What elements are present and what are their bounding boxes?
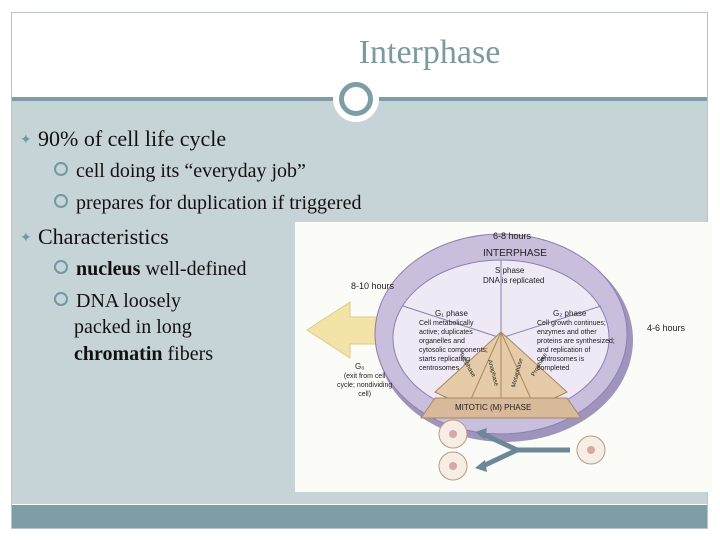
bullet-icon: ✦	[20, 231, 32, 246]
g1-desc-line: organelles and	[419, 338, 465, 345]
g2-title: G₂ phase	[553, 309, 587, 318]
bold-term: chromatin	[74, 343, 163, 365]
s-phase-desc: DNA is replicated	[483, 276, 545, 285]
bullet-text: prepares for duplication if triggered	[76, 192, 362, 214]
g0-desc: (exit from cell cycle; nondividing cell)	[337, 372, 392, 399]
bullet-text: 90% of cell life cycle	[38, 126, 227, 151]
g1-desc-line: starts replicating	[419, 356, 470, 363]
g2-desc-line: completed	[537, 365, 570, 372]
g0-desc-line: cell)	[358, 391, 372, 398]
slide-title: Interphase	[358, 34, 501, 71]
arrowhead-icon	[475, 428, 487, 472]
bullet-text: well-defined	[140, 258, 247, 280]
divider-line	[500, 305, 602, 339]
time-right-label: 4-6 hours	[647, 323, 686, 333]
bullet-text: fibers	[162, 343, 214, 365]
bullet-text: DNA loosely	[76, 290, 181, 312]
nucleus-icon	[587, 446, 595, 454]
divider-line	[466, 331, 502, 409]
cell-cycle-diagram: 6-8 hours INTERPHASE S phase DNA is repl…	[295, 222, 713, 492]
bullet-characteristics: ✦ Characteristics	[20, 224, 169, 250]
mitotic-phase-label: MITOTIC (M) PHASE	[455, 403, 532, 412]
g1-desc-line: Cell metabolically	[419, 320, 474, 327]
bullet-continuation-chromatin: chromatin fibers	[74, 343, 213, 366]
g2-desc-line: enzymes and other	[537, 329, 597, 336]
footer-bar	[12, 505, 707, 528]
g1-desc-line: active; duplicates	[419, 329, 473, 336]
bullet-circle-icon	[54, 292, 68, 306]
ring-icon	[339, 82, 373, 116]
g1-desc-line: cytosolic components;	[419, 347, 488, 354]
g1-desc: Cell metabolically active; duplicates or…	[419, 319, 488, 373]
bullet-text: Characteristics	[38, 224, 169, 249]
bullet-continuation: packed in long	[74, 316, 192, 339]
bullet-circle-icon	[54, 194, 68, 208]
divider-line	[402, 305, 502, 339]
time-left-label: 8-10 hours	[351, 281, 395, 291]
g2-desc-line: Cell growth continues;	[537, 320, 606, 327]
g2-desc-line: proteins are synthesized;	[537, 338, 615, 345]
bullet-life-cycle: ✦ 90% of cell life cycle	[20, 126, 226, 152]
g1-desc-line: centrosomes	[419, 365, 460, 372]
nucleus-icon	[449, 430, 457, 438]
s-phase-title: S phase	[495, 266, 525, 275]
divider-line	[500, 331, 536, 409]
g2-desc-line: centrosomes is	[537, 356, 585, 363]
g0-title: G₀	[355, 362, 365, 371]
nucleus-icon	[449, 462, 457, 470]
g0-desc-line: cycle; nondividing	[337, 382, 393, 389]
bold-term: nucleus	[76, 258, 141, 280]
division-arrow-icon	[481, 431, 570, 469]
g0-desc-line: (exit from cell	[343, 373, 386, 380]
g1-title: G₁ phase	[435, 309, 468, 318]
mitotic-band	[420, 397, 582, 419]
g2-desc: Cell growth continues; enzymes and other…	[537, 319, 615, 373]
sub-bullet-duplication: prepares for duplication if triggered	[54, 192, 361, 215]
sub-bullet-dna: DNA loosely	[54, 290, 181, 313]
bullet-text: cell doing its “everyday job”	[76, 160, 306, 182]
sub-bullet-everyday-job: cell doing its “everyday job”	[54, 160, 306, 183]
bullet-text: packed in long	[74, 316, 192, 338]
bullet-circle-icon	[54, 260, 68, 274]
bullet-circle-icon	[54, 162, 68, 176]
bullet-icon: ✦	[20, 133, 32, 148]
sub-bullet-nucleus: nucleus well-defined	[54, 258, 247, 281]
time-top-label: 6-8 hours	[493, 231, 532, 241]
interphase-label: INTERPHASE	[483, 248, 547, 259]
g2-desc-line: and replication of	[537, 347, 591, 354]
